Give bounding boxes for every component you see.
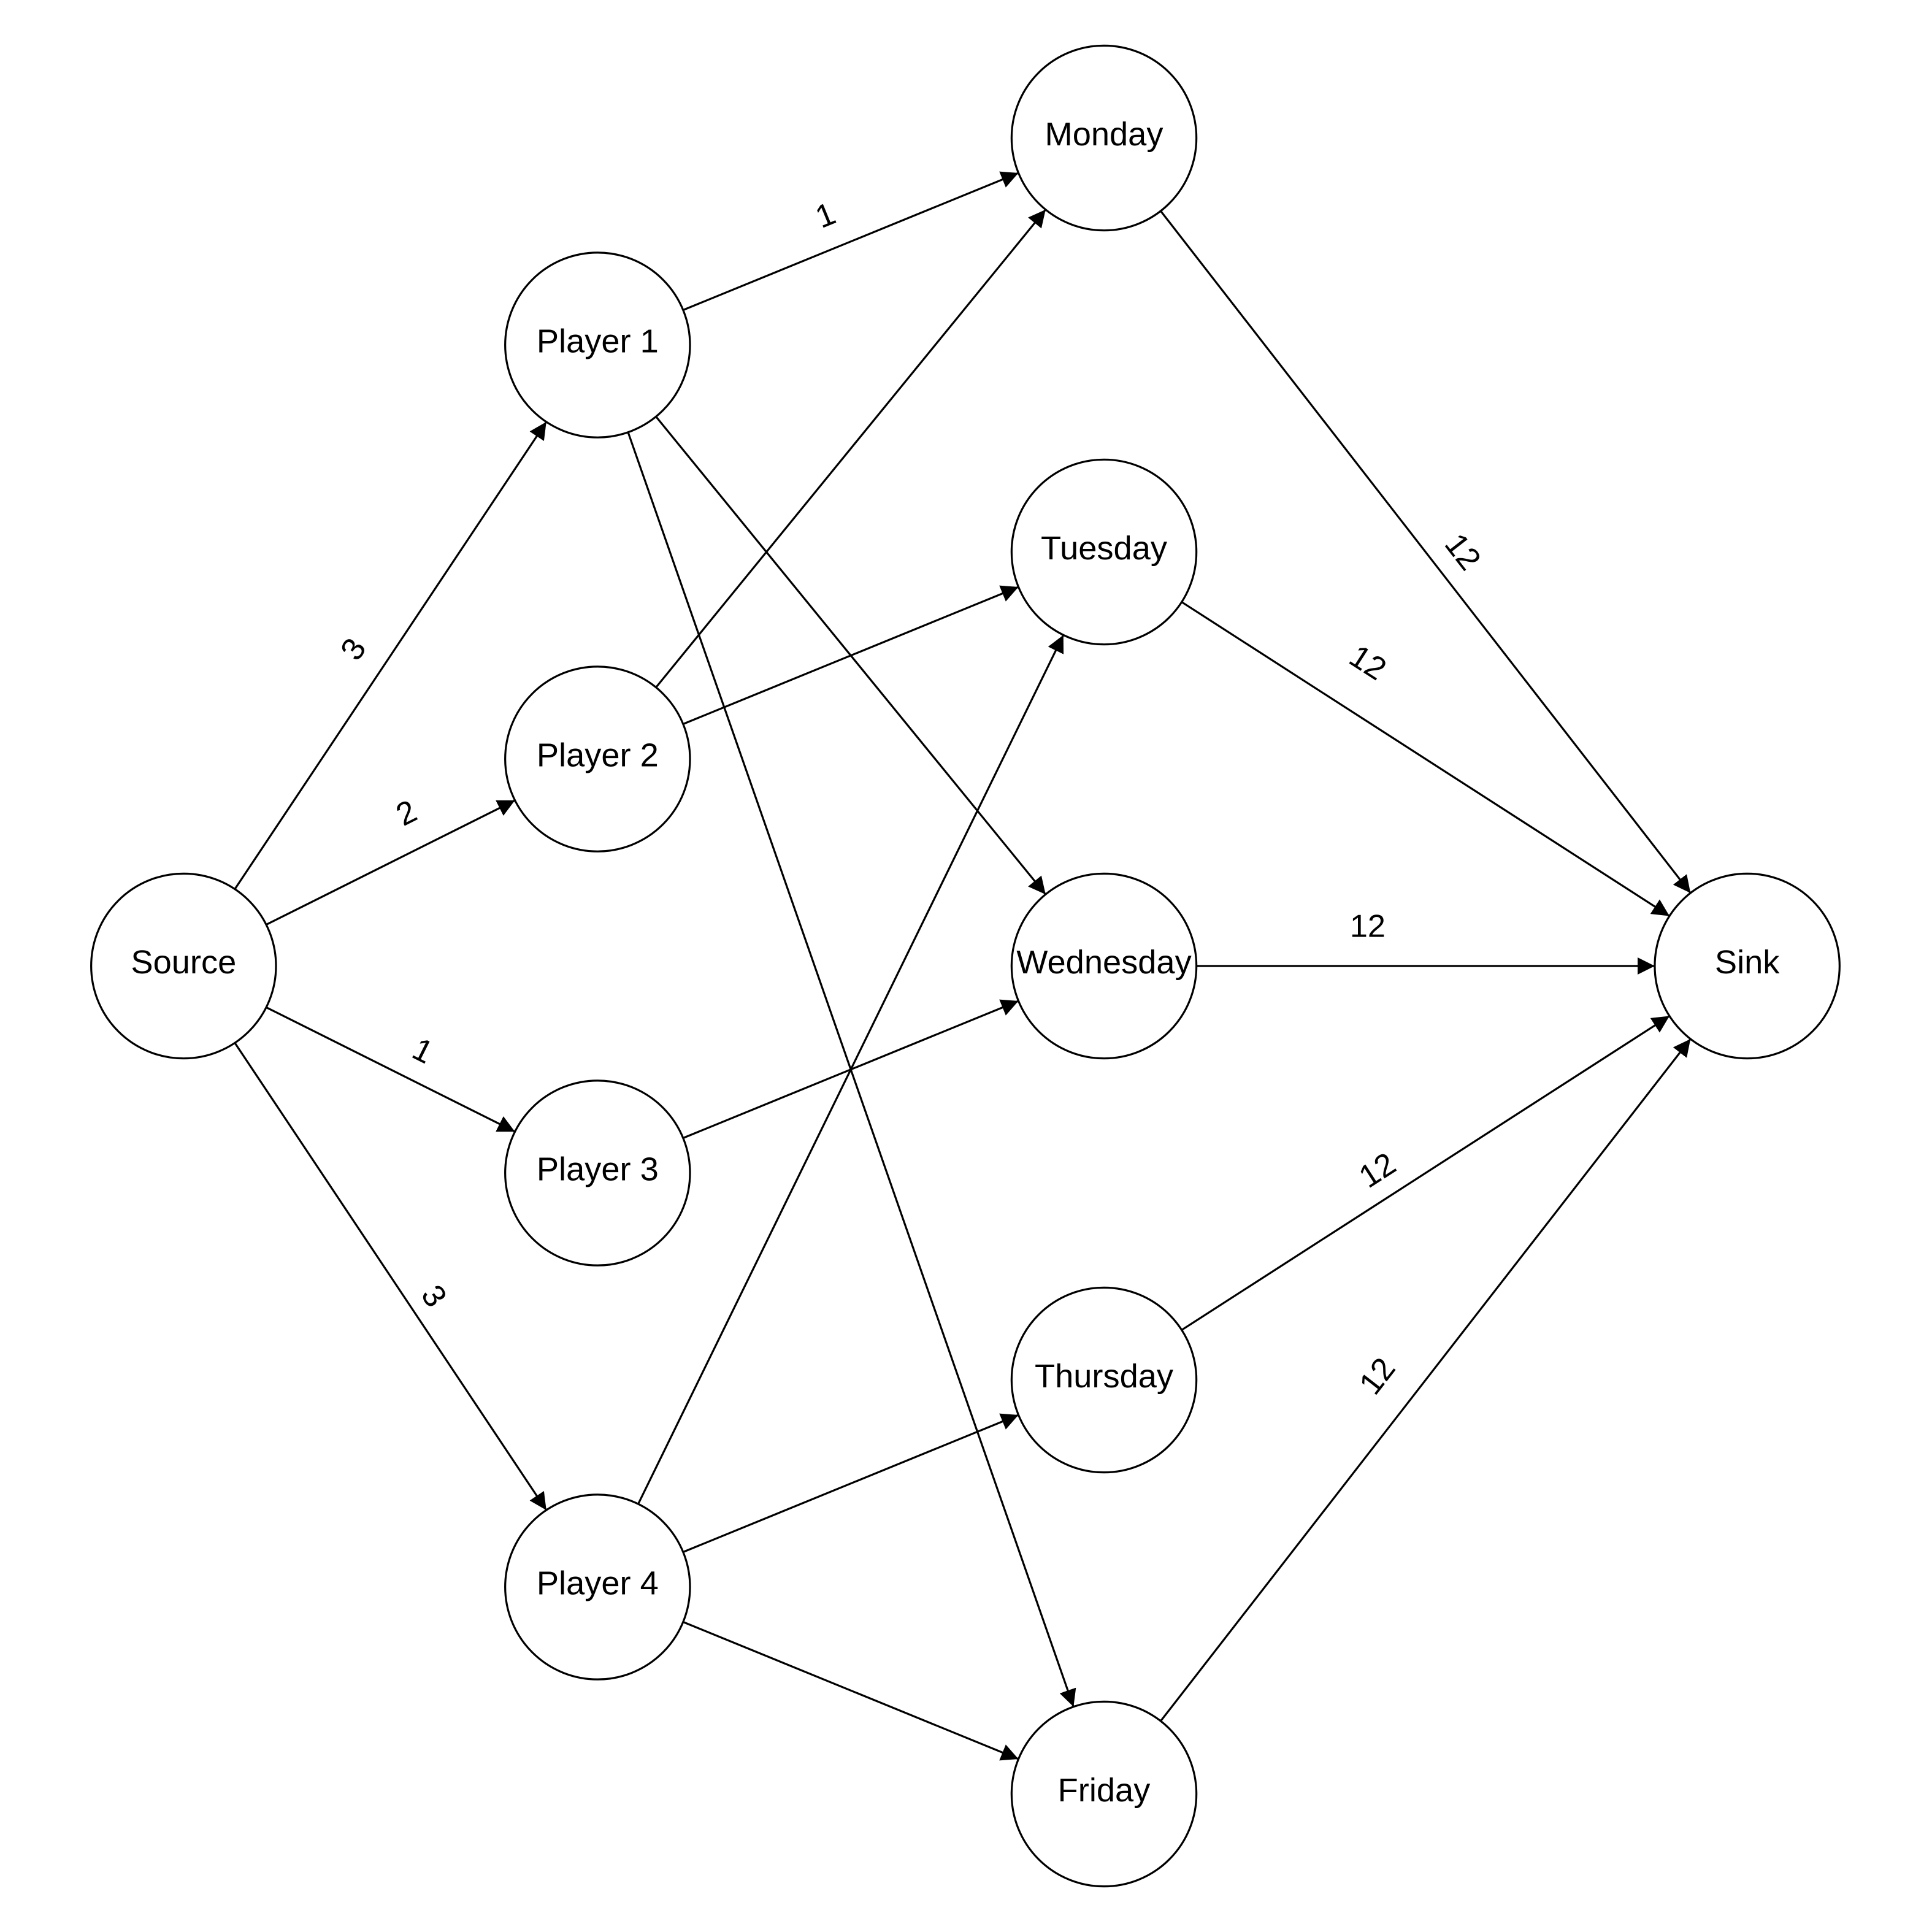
edge-fri-sink (1160, 1038, 1692, 1722)
edge-p2-tue (683, 585, 1019, 725)
node-circle (1010, 458, 1198, 646)
node-label: Player 3 (537, 1151, 659, 1187)
node-p4: Player 4 (504, 1493, 691, 1681)
edge-p4-thu (683, 1413, 1019, 1553)
edge-mon-sink (1160, 210, 1692, 894)
edge-arrow (1160, 1038, 1692, 1722)
node-circle (90, 872, 277, 1060)
edge-arrow (266, 799, 516, 926)
edge-arrow (637, 634, 1065, 1505)
edge-p1-mon (683, 171, 1019, 311)
node-label: Friday (1058, 1772, 1151, 1809)
edge-tue-sink (1181, 601, 1670, 917)
node-mon: Monday (1010, 44, 1198, 232)
edge-arrow (683, 1413, 1019, 1553)
edge-p4-fri (683, 1621, 1019, 1761)
edge-arrow (1181, 1015, 1670, 1331)
node-fri: Friday (1010, 1700, 1198, 1888)
node-label: Monday (1045, 116, 1164, 153)
edge-capacity-label: 12 (1343, 638, 1392, 688)
node-label: Player 2 (537, 737, 659, 773)
node-label: Wednesday (1016, 944, 1192, 981)
edge-capacity-label: 12 (1350, 909, 1386, 945)
node-wed: Wednesday (1010, 872, 1198, 1060)
edge-capacity-label: 1 (407, 1031, 439, 1071)
node-label: Tuesday (1041, 530, 1168, 567)
edge-arrow (683, 1621, 1019, 1761)
node-label: Source (131, 944, 236, 981)
node-circle (504, 251, 691, 439)
node-p1: Player 1 (504, 251, 691, 439)
edge-source-p2 (266, 799, 516, 926)
edge-p2-mon (655, 209, 1047, 688)
node-circle (1010, 872, 1198, 1060)
edge-arrow (1181, 601, 1670, 917)
edge-arrow (1160, 210, 1692, 894)
node-label: Player 1 (537, 323, 659, 359)
edge-capacity-label: 3 (414, 1279, 453, 1313)
edge-arrow (234, 1042, 548, 1511)
edge-capacity-label: 12 (1438, 527, 1487, 577)
node-p3: Player 3 (504, 1079, 691, 1267)
edge-arrow (683, 585, 1019, 725)
node-circle (504, 1493, 691, 1681)
edge-capacity-label: 2 (391, 793, 423, 833)
node-tue: Tuesday (1010, 458, 1198, 646)
edge-arrow (266, 1006, 516, 1133)
node-source: Source (90, 872, 277, 1060)
edge-arrow (234, 421, 548, 890)
edge-source-p3 (266, 1006, 516, 1133)
edge-capacity-label: 12 (1352, 1351, 1402, 1401)
edge-thu-sink (1181, 1015, 1670, 1331)
edge-source-p4 (234, 1042, 548, 1511)
node-p2: Player 2 (504, 665, 691, 853)
edge-capacity-label: 12 (1353, 1146, 1402, 1195)
node-circle (504, 1079, 691, 1267)
edge-arrow (655, 209, 1047, 688)
node-label: Sink (1715, 944, 1780, 981)
edge-capacity-label: 3 (334, 632, 373, 667)
edge-source-p1 (234, 421, 548, 890)
node-label: Player 4 (537, 1565, 659, 1601)
node-circle (1010, 1286, 1198, 1474)
node-circle (1010, 1700, 1198, 1888)
node-circle (1654, 872, 1841, 1060)
edge-arrow (683, 171, 1019, 311)
edge-p4-tue (637, 634, 1065, 1505)
node-thu: Thursday (1010, 1286, 1198, 1474)
node-circle (1010, 44, 1198, 232)
node-sink: Sink (1654, 872, 1841, 1060)
node-label: Thursday (1035, 1358, 1174, 1395)
node-circle (504, 665, 691, 853)
edge-capacity-label: 1 (811, 196, 841, 236)
